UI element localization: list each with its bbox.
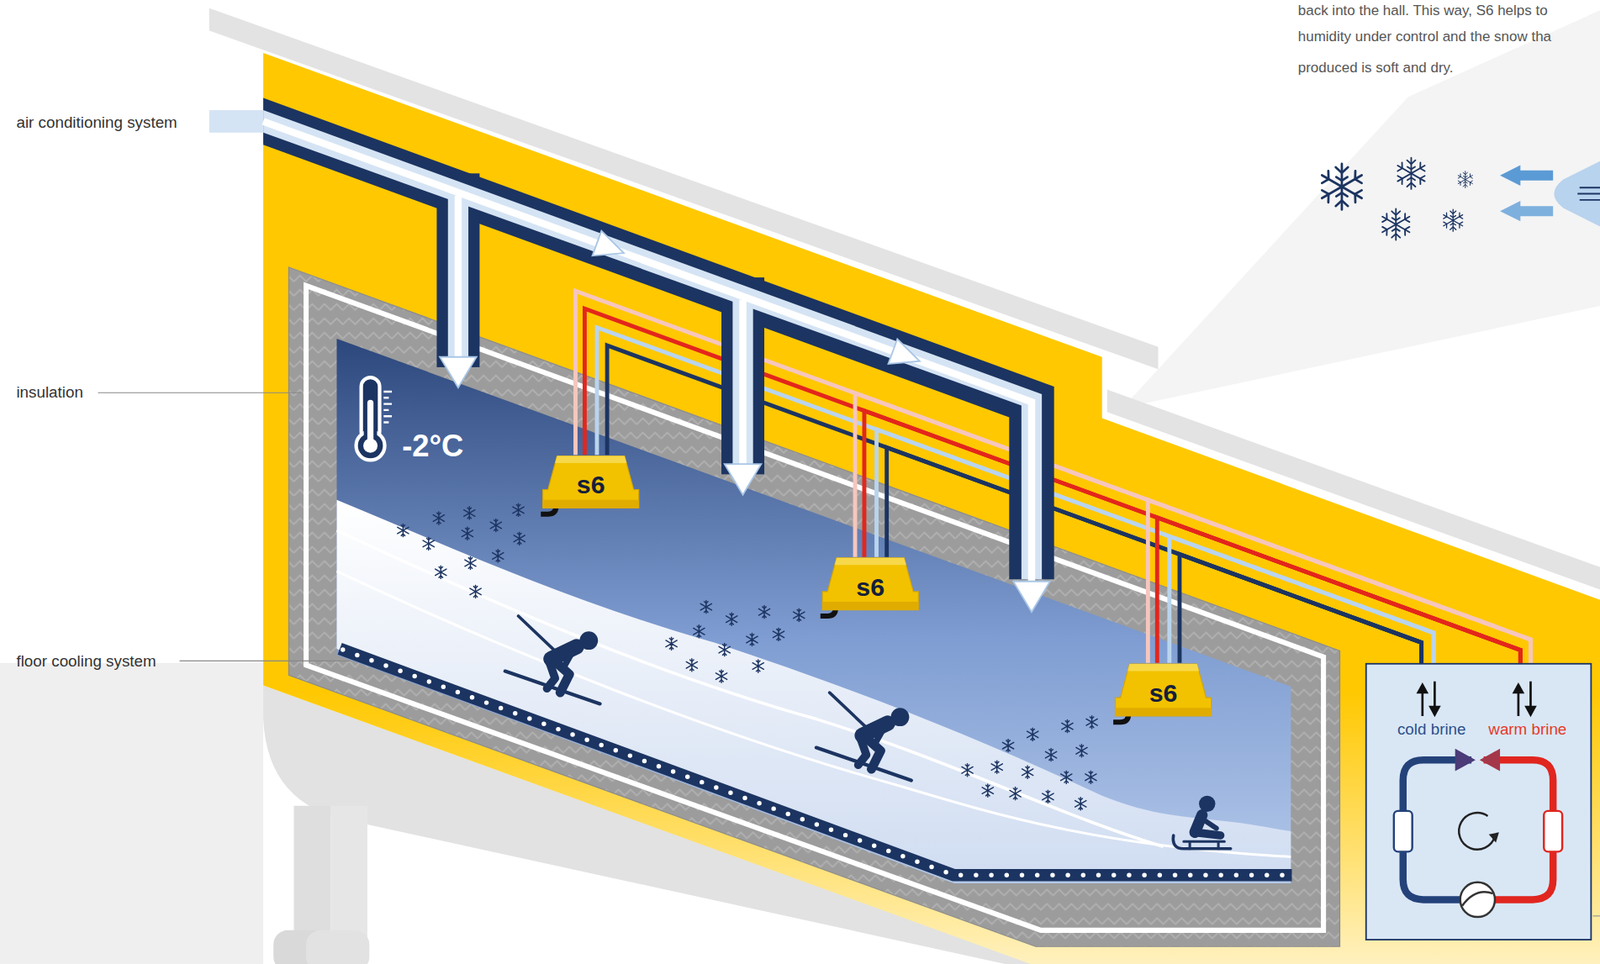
callout-label: floor cooling system [15, 652, 156, 671]
text-slot: cold brine [1371, 720, 1492, 740]
snow-machine: s6 [1115, 663, 1212, 719]
pipe-line [1179, 554, 1422, 664]
label-holder: floor cooling system [15, 652, 156, 671]
machine-logo: s6 [1149, 678, 1178, 708]
machine-logo: s6 [855, 572, 885, 602]
label-holder: back into the hall. This way, S6 helps t… [1298, 0, 1548, 20]
snow-machine: s6 [543, 454, 639, 511]
text-slot: warm brine [1467, 720, 1588, 740]
label-holder: -2°C [401, 429, 464, 463]
temperature-value: -2°C [401, 428, 464, 463]
callout-label: air conditioning system [15, 113, 177, 132]
pipe-line [1156, 517, 1521, 664]
label-holder: humidity under control and the snow tha [1298, 26, 1552, 46]
pipe-line [1169, 536, 1434, 664]
brine-unit-body [1365, 663, 1592, 941]
pipe-line [855, 393, 1531, 664]
pipe-line [1147, 500, 1531, 664]
body-text: produced is soft and dry. [1298, 58, 1454, 75]
body-text: humidity under control and the snow tha [1298, 27, 1552, 44]
pipe-line [864, 411, 1521, 664]
machine-logo: s6 [576, 469, 606, 499]
callout-label: insulation [15, 383, 83, 402]
label-holder: air conditioning system [15, 113, 177, 133]
brine-pipe [1147, 500, 1531, 664]
body-text: back into the hall. This way, S6 helps t… [1298, 1, 1548, 18]
brine-unit: cold brine warm brine [1365, 663, 1592, 941]
pipe-line [887, 447, 1422, 663]
brine-label: warm brine [1488, 720, 1567, 739]
snow-machine: s6 [822, 557, 919, 613]
label-holder: produced is soft and dry. [1298, 58, 1454, 77]
label-holder: insulation [15, 383, 83, 402]
brine-label: cold brine [1397, 720, 1467, 739]
brine-pipe [855, 393, 1531, 664]
